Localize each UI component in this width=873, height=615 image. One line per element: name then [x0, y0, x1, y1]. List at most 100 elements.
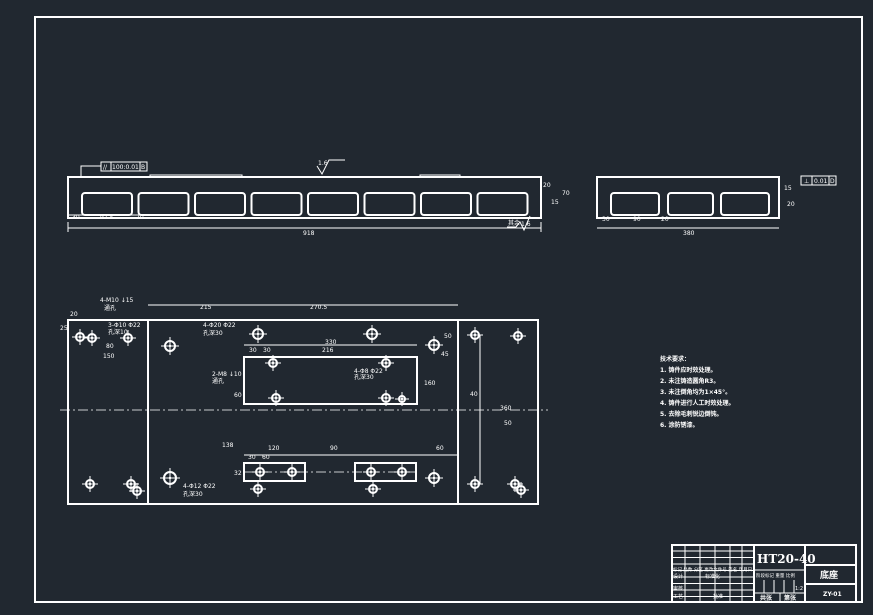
dim-text: 160 — [424, 380, 436, 387]
pocket — [137, 192, 190, 216]
hole — [160, 468, 180, 488]
standard-label: 标准化 — [705, 573, 720, 580]
hole-callout: 孔深10 — [108, 328, 128, 336]
perp-value: 0.01 — [814, 178, 828, 185]
hole — [82, 476, 98, 492]
sheet-number: 第张 — [783, 594, 797, 602]
dim-text: 40 — [470, 391, 478, 398]
dim-text: 45 — [441, 351, 449, 358]
dim-text: 20 — [543, 182, 551, 189]
dim-text: 20 — [787, 201, 795, 208]
hole — [123, 476, 139, 492]
pocket — [194, 192, 246, 216]
hole — [161, 337, 179, 355]
dim-text: 70 — [562, 190, 570, 197]
dim-text: 120 — [268, 445, 280, 452]
title-block: HT20-40 底座 ZY-01 标记 处数 分区 更改文件号 签名 年月日 设… — [671, 544, 857, 603]
hole-callout: 孔深30 — [183, 490, 203, 498]
hole — [425, 336, 443, 354]
dim-text: 150 — [103, 353, 115, 360]
front-view: 918 30 97.5 20 20 15 70 // 100:0.01 B 1.… — [67, 159, 570, 237]
dim-text: 60 — [436, 445, 444, 452]
material-label: HT20-40 — [757, 552, 816, 566]
tech-note: 1. 铸件应时效处理。 — [660, 366, 717, 374]
side-view: 380 30 90 20 15 20 ⊥ 0.01 D — [596, 175, 837, 237]
drawing-number: ZY-01 — [823, 591, 842, 598]
hole-callout: 4-M10 ↓15 — [100, 297, 134, 304]
center-slot — [243, 356, 418, 405]
hole — [363, 464, 379, 480]
hole — [425, 469, 443, 487]
hole — [249, 325, 267, 343]
hole-callout: 通孔 — [212, 377, 224, 385]
dim-text: 25 — [60, 325, 68, 332]
hole — [510, 328, 526, 344]
hole — [395, 392, 409, 406]
dim-text: 32 — [234, 470, 242, 477]
hole — [394, 464, 410, 480]
flatness-tolerance-frame — [100, 161, 148, 172]
scale-value: 1:2 — [795, 586, 803, 592]
dim-text: 50 — [504, 420, 512, 427]
pocket — [720, 192, 770, 216]
perp-symbol: ⊥ — [804, 178, 809, 185]
hole — [513, 482, 529, 498]
pocket — [81, 192, 133, 216]
hole — [252, 464, 268, 480]
plan-outline — [67, 319, 539, 505]
hole — [284, 464, 300, 480]
dim-text: 216 — [322, 347, 334, 354]
dim-text: 360 — [500, 405, 512, 412]
pocket — [250, 192, 303, 216]
tech-note: 6. 涂防锈漆。 — [660, 421, 699, 429]
perpendicularity-frame — [800, 175, 837, 186]
hole-callout: 3-Φ10 Φ22 — [108, 322, 141, 329]
dim-text: 30 — [72, 214, 80, 221]
flatness-value: 100:0.01 — [112, 164, 139, 171]
design-label: 设计 — [673, 573, 683, 580]
tech-note: 4. 铸件进行人工时效处理。 — [660, 399, 735, 407]
dim-text: 90 — [633, 216, 641, 223]
pocket — [610, 192, 660, 216]
approve-label: 批准 — [713, 593, 723, 600]
dim-text: 30 — [249, 347, 257, 354]
roughness-value: 1.6 — [521, 221, 531, 228]
hole — [250, 481, 266, 497]
dim-text: 138 — [222, 442, 234, 449]
tech-note: 3. 未注倒角均为1×45°。 — [660, 388, 731, 396]
hole-callout: 孔深30 — [354, 373, 374, 381]
tech-note: 2. 未注铸造圆角R3。 — [660, 377, 719, 385]
hole — [268, 390, 284, 406]
hole — [365, 481, 381, 497]
technical-requirements: 技术要求： 1. 铸件应时效处理。 2. 未注铸造圆角R3。 3. 未注倒角均为… — [660, 355, 735, 429]
hole — [120, 330, 136, 346]
hole-callout: 2-M8 ↓10 — [212, 371, 242, 378]
dim-text: 30 — [602, 216, 610, 223]
dim-text: 97.5 — [100, 214, 114, 221]
dim-text: 15 — [784, 185, 792, 192]
dim-text: 50 — [444, 333, 452, 340]
pocket — [476, 192, 529, 216]
hole — [84, 330, 100, 346]
datum-label: D — [830, 178, 835, 185]
dim-text: 20 — [136, 214, 144, 221]
datum-label: B — [141, 164, 145, 171]
sheet-total: 共张 — [760, 594, 773, 602]
dim-text: 90 — [330, 445, 338, 452]
roughness-value: 1.6 — [318, 160, 328, 167]
dim-text: 330 — [325, 339, 337, 346]
revision-header: 标记 处数 分区 更改文件号 签名 年月日 — [673, 566, 752, 573]
stage-header: 阶段标记 重量 比例 — [756, 572, 795, 579]
roughness-symbol — [316, 159, 345, 176]
dim-380: 380 — [683, 230, 695, 237]
pocket — [667, 192, 714, 216]
dim-text: 30 — [248, 454, 256, 461]
dim-text: 20 — [70, 311, 78, 318]
drawing-frame — [34, 16, 863, 603]
dim-text: 20 — [661, 216, 669, 223]
hole-callout: 孔深30 — [203, 329, 223, 337]
hole-callout: 4-Φ20 Φ22 — [203, 322, 236, 329]
hole — [378, 390, 394, 406]
dim-text: 80 — [106, 343, 114, 350]
